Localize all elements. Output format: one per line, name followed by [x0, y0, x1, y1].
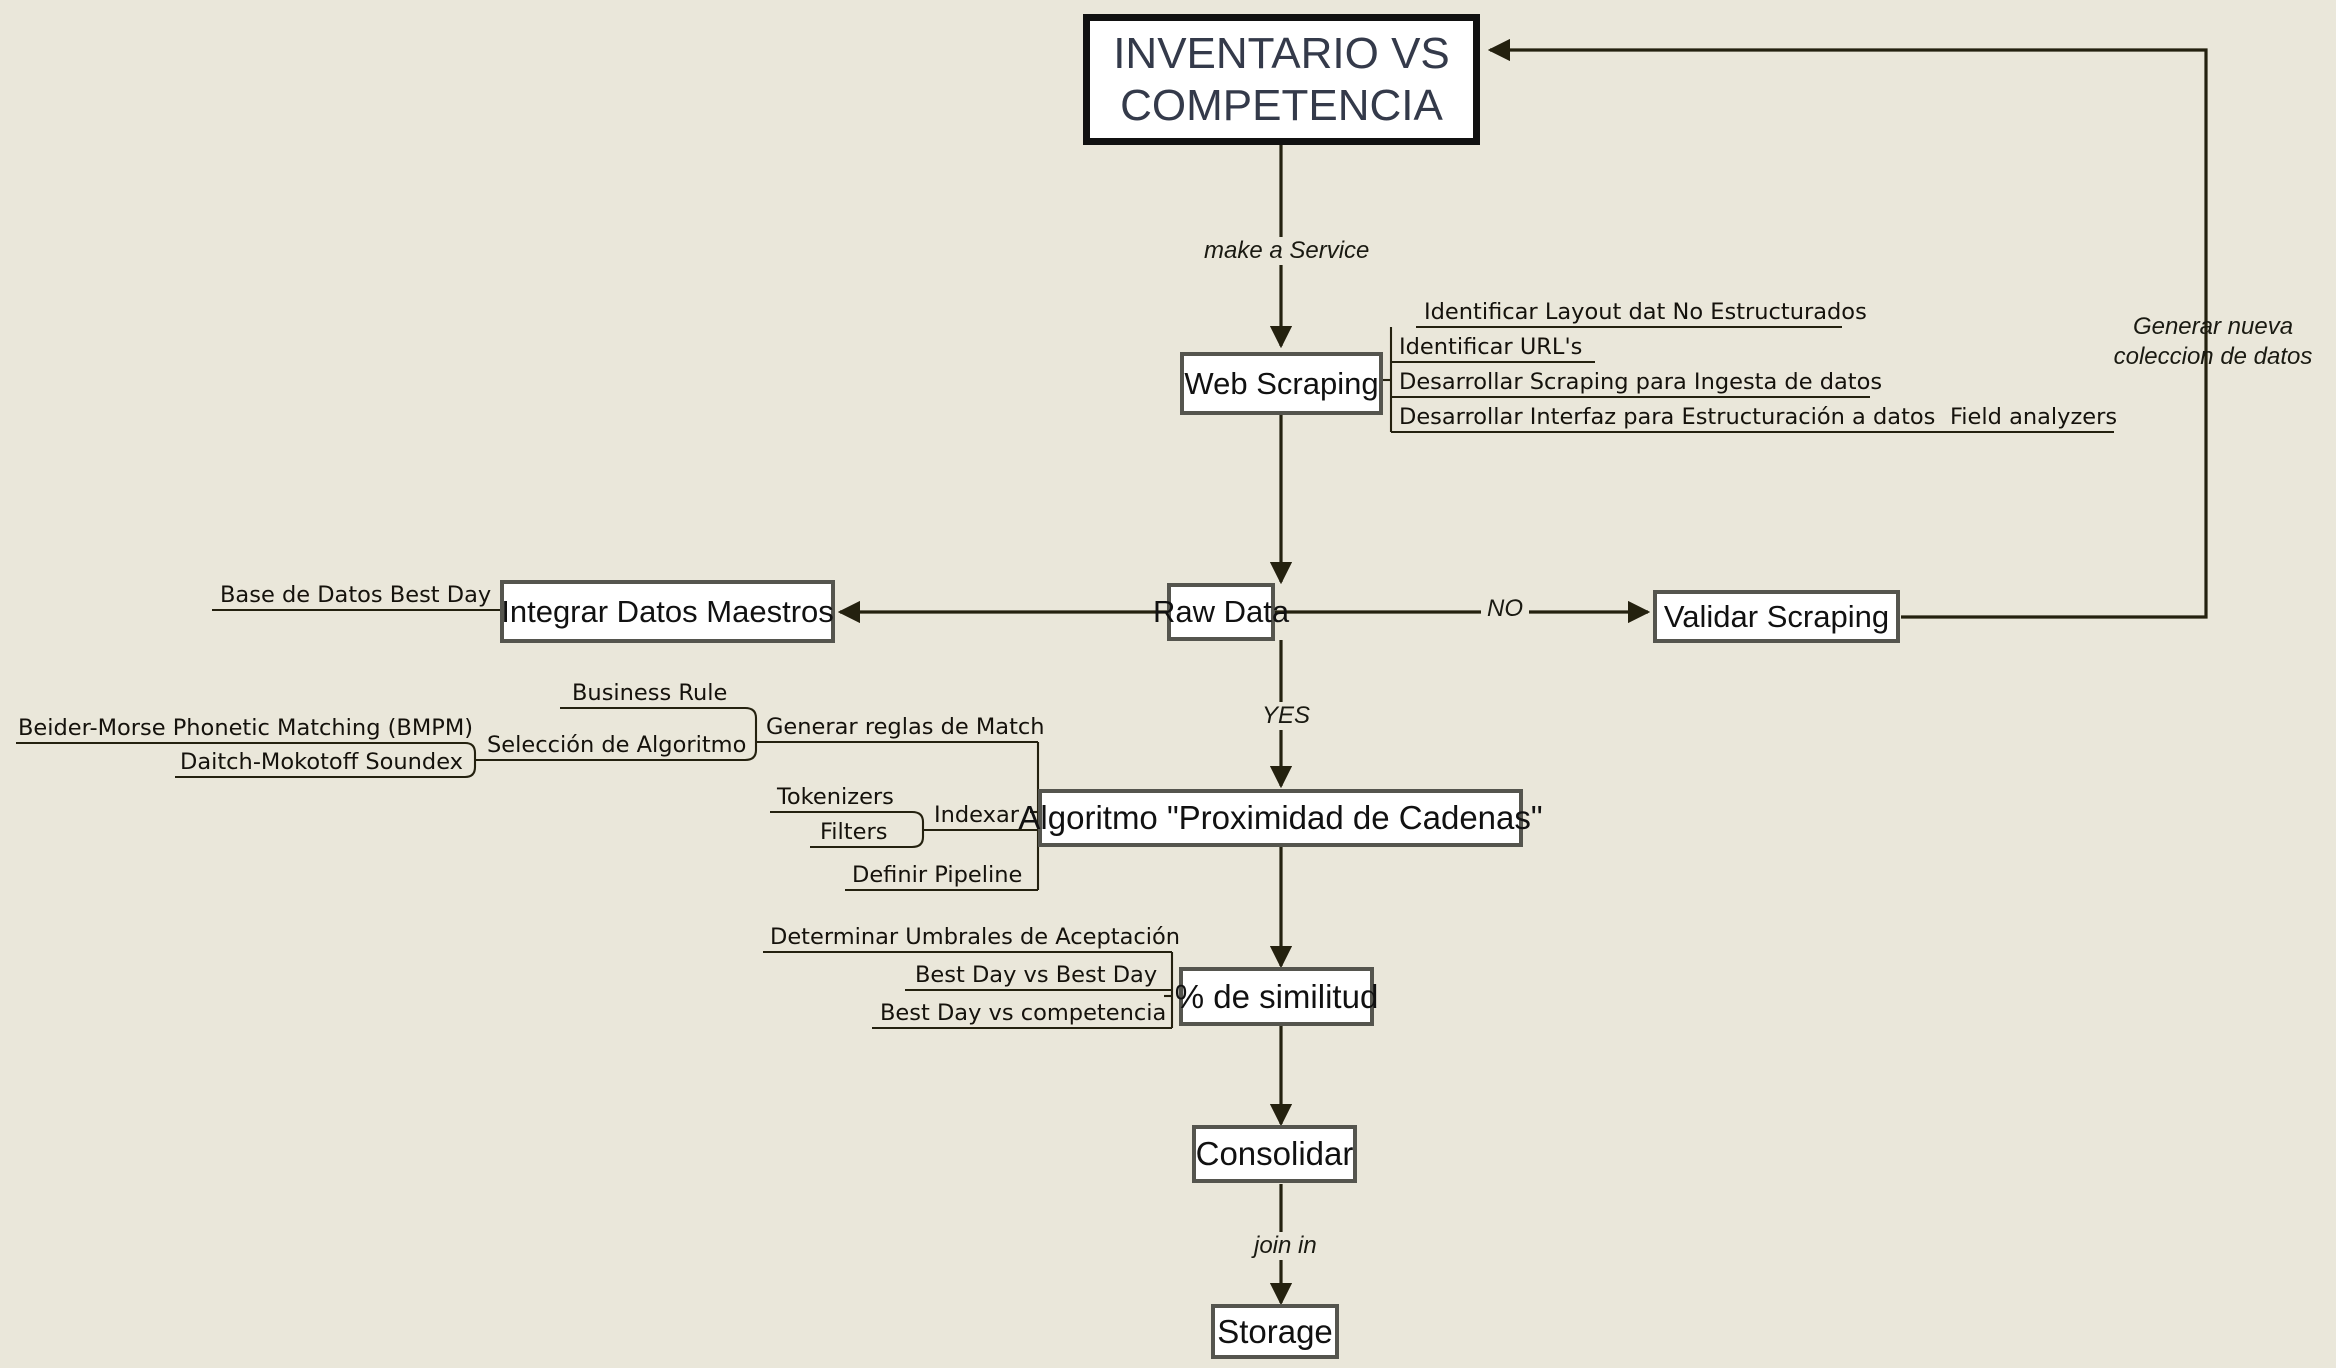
- annotation-determinar-umbrales: Determinar Umbrales de Aceptación: [770, 924, 1181, 950]
- node-consolidar[interactable]: Consolidar: [1192, 1125, 1357, 1183]
- annotation-field-analyzers: Field analyzers: [1950, 404, 2118, 430]
- annotation-seleccion-de-algoritmo: Selección de Algoritmo: [487, 732, 747, 758]
- annotation-indexar: Indexar: [934, 802, 1019, 828]
- annotation-best-day-vs-competencia: Best Day vs competencia: [880, 1000, 1167, 1026]
- annotation-base-de-datos-best-day: Base de Datos Best Day: [220, 582, 492, 608]
- node-title-line2: COMPETENCIA: [1120, 80, 1443, 130]
- node-consolidar-label: Consolidar: [1195, 1135, 1354, 1172]
- node-raw-data-label: Raw Data: [1152, 594, 1290, 629]
- bracket-alg-l3: [464, 741, 477, 779]
- annotation-daitch-mokotoff-soundex: Daitch-Mokotoff Soundex: [180, 749, 463, 775]
- edge-label-generar-nueva-coleccion-line1: Generar nueva: [2132, 313, 2294, 340]
- annotation-filters: Filters: [820, 819, 888, 845]
- node-algoritmo-label: Algoritmo "Proximidad de Cadenas": [1018, 799, 1543, 836]
- edge-label-generar-nueva-coleccion-line2: coleccion de datos: [2113, 343, 2313, 370]
- annotation-best-day-vs-best-day: Best Day vs Best Day: [915, 962, 1158, 988]
- edge-label-join-in: join in: [1248, 1232, 1323, 1260]
- node-title-line1: INVENTARIO VS: [1113, 28, 1450, 78]
- annotation-identificar-urls: Identificar URL's: [1399, 334, 1583, 360]
- edge-label-generar-nueva-coleccion: Generar nueva coleccion de datos: [2082, 312, 2336, 372]
- edge-label-no: NO: [1481, 595, 1529, 623]
- node-web-scraping-label: Web Scraping: [1184, 365, 1379, 401]
- node-integrar-datos-maestros[interactable]: Integrar Datos Maestros: [500, 580, 835, 643]
- annotation-desarrollar-interfaz-estructuracion: Desarrollar Interfaz para Estructuración…: [1399, 404, 1936, 430]
- annotation-generar-reglas-de-match: Generar reglas de Match: [766, 714, 1045, 740]
- annotation-identificar-layout: Identificar Layout dat No Estructurados: [1424, 299, 1867, 325]
- annotation-definir-pipeline: Definir Pipeline: [852, 862, 1023, 888]
- annotation-business-rule: Business Rule: [572, 680, 728, 706]
- annotation-bmpm: Beider-Morse Phonetic Matching (BMPM): [18, 715, 474, 741]
- edge-label-make-a-service: make a Service: [1198, 237, 1376, 265]
- edge-label-yes: YES: [1256, 702, 1317, 730]
- bracket-alg-l2: [744, 706, 758, 762]
- node-web-scraping[interactable]: Web Scraping: [1180, 352, 1383, 415]
- node-algoritmo-proximidad-cadenas[interactable]: Algoritmo "Proximidad de Cadenas": [1018, 789, 1543, 847]
- annotation-desarrollar-scraping-ingesta: Desarrollar Scraping para Ingesta de dat…: [1399, 369, 1883, 395]
- node-title[interactable]: INVENTARIO VS COMPETENCIA: [1083, 14, 1480, 145]
- node-validar-scraping[interactable]: Validar Scraping: [1653, 590, 1900, 643]
- node-validar-scraping-label: Validar Scraping: [1663, 598, 1890, 634]
- node-integrar-datos-maestros-label: Integrar Datos Maestros: [501, 593, 834, 629]
- annotation-tokenizers: Tokenizers: [777, 784, 894, 810]
- bracket-indexar: [911, 810, 925, 849]
- node-storage-label: Storage: [1217, 1312, 1333, 1350]
- node-raw-data[interactable]: Raw Data: [1153, 583, 1289, 641]
- node-porcentaje-similitud-label: % de similitud: [1174, 977, 1379, 1015]
- node-porcentaje-similitud[interactable]: % de similitud: [1175, 967, 1378, 1026]
- node-storage[interactable]: Storage: [1211, 1304, 1339, 1359]
